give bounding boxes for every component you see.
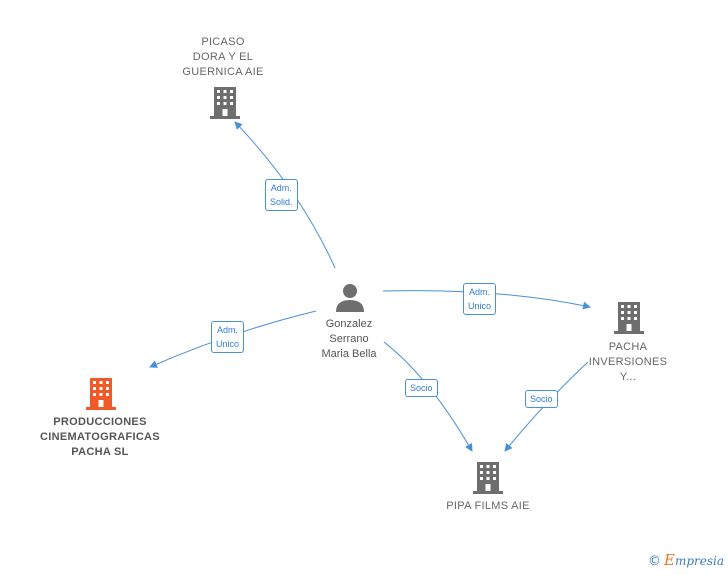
person-icon — [336, 284, 364, 312]
node-label-person[interactable]: Gonzalez Serrano Maria Bella — [321, 318, 377, 360]
edge-label-adm-solid: Adm. Solid. — [265, 179, 298, 211]
edge-label-socio-person: Socio — [405, 379, 438, 397]
node-label-picaso[interactable]: PICASO DORA Y EL GUERNICA AIE — [182, 36, 264, 78]
copyright-symbol: © — [647, 554, 661, 569]
building-icon-picaso — [210, 87, 240, 119]
node-label-pipa-films[interactable]: PIPA FILMS AIE — [446, 500, 530, 512]
edge-label-adm-unico-left: Adm. Unico — [211, 321, 245, 353]
edge-label-adm-unico-right: Adm. Unico — [463, 283, 497, 315]
building-icon-pipa-films — [473, 462, 503, 494]
building-icon-pacha-inversiones — [614, 302, 644, 334]
brand-name: mpresia — [674, 554, 724, 568]
node-label-producciones[interactable]: PRODUCCIONES CINEMATOGRAFICAS PACHA SL — [40, 416, 160, 458]
edge-label-socio-pacha: Socio — [525, 390, 558, 408]
node-label-pacha-inversiones[interactable]: PACHA INVERSIONES Y... — [588, 341, 668, 383]
brand-initial: E — [663, 551, 675, 569]
building-icon-producciones — [86, 378, 116, 410]
brand-watermark: ©Empresia — [648, 551, 724, 569]
